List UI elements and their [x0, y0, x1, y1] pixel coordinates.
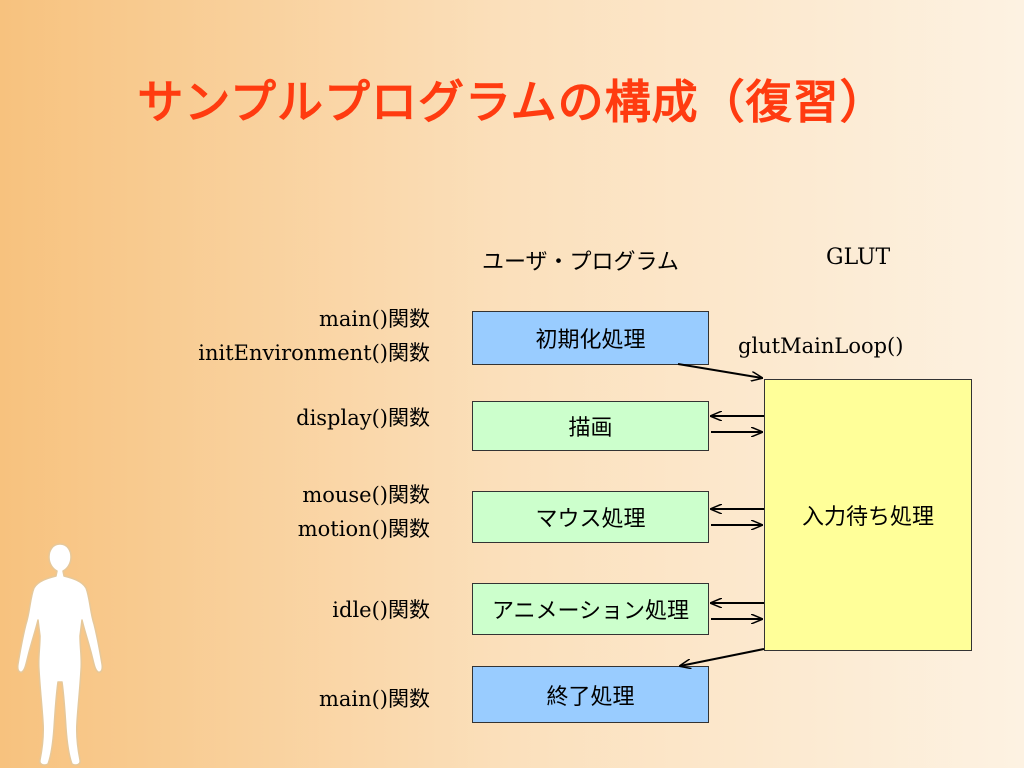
mouse-process-label: マウス処理 [535, 507, 646, 532]
human-figure-icon [17, 543, 103, 766]
label-mouse-function: mouse()関数 [302, 483, 430, 507]
user-program-header: ユーザ・プログラム [482, 250, 679, 275]
glut-main-loop-label: glutMainLoop() [738, 334, 904, 358]
animation-process-label: アニメーション処理 [491, 599, 690, 624]
label-main-end-function: main()関数 [318, 687, 430, 711]
draw-process-box: 描画 [472, 401, 709, 451]
label-idle-function: idle()関数 [332, 598, 430, 622]
label-main-function: main()関数 [318, 307, 430, 331]
mouse-process-box: マウス処理 [472, 491, 709, 543]
input-wait-process-label: 入力待ち処理 [801, 505, 934, 530]
glut-header: GLUT [826, 245, 891, 270]
init-process-box: 初期化処理 [472, 311, 709, 365]
input-wait-process-box: 入力待ち処理 [764, 379, 972, 651]
draw-process-label: 描画 [568, 416, 613, 441]
arrow-wait-to-finish [680, 648, 765, 666]
slide-title: サンプルプログラムの構成（復習） [137, 75, 887, 129]
label-mouse-motion: mouse()関数 motion()関数 [298, 478, 430, 546]
label-display-function: display()関数 [296, 406, 430, 430]
label-main-init: main()関数 initEnvironment()関数 [198, 302, 430, 370]
finish-process-label: 終了処理 [546, 684, 635, 710]
label-motion-function: motion()関数 [297, 517, 430, 541]
init-process-label: 初期化処理 [535, 328, 646, 353]
label-init-environment-function: initEnvironment()関数 [198, 341, 430, 365]
arrow-init-to-wait [677, 363, 762, 378]
animation-process-box: アニメーション処理 [472, 583, 709, 635]
finish-process-box: 終了処理 [472, 666, 709, 723]
